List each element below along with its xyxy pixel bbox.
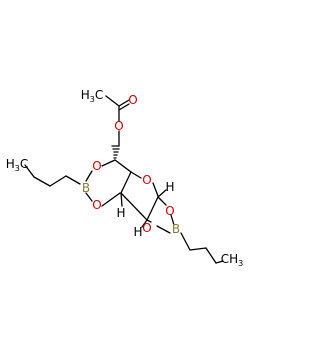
bond-c5-c3: [120, 171, 132, 194]
bond-butyl2-right: [189, 247, 207, 251]
bond-b-butyl1-right: [180, 232, 191, 251]
bond-c2-o-bottom: [146, 219, 152, 223]
bond-b-butyl1: [65, 175, 81, 185]
atom-ring-oxygen-lower: O: [92, 198, 101, 212]
bond-c6-c5: [114, 159, 132, 173]
bond-c3-c2: [120, 192, 148, 221]
bond-methyl-carbonyl: [105, 95, 120, 107]
hydrogen-lower-right: H: [133, 225, 142, 239]
bond-o-lower-c3: [101, 192, 121, 207]
atom-acetyl-methyl: H3C: [81, 88, 104, 104]
bond-butyl3: [33, 176, 51, 187]
bond-b-o-bottom: [156, 225, 171, 234]
hydrogen-lower-left: H: [116, 206, 125, 220]
bond-butyl4: [24, 164, 35, 178]
bond-butyl4-right: [215, 260, 224, 264]
hashed-bond-ch2-c6: [111, 145, 120, 159]
atom-ring-oxygen-upper: O: [92, 159, 101, 173]
bond-o-right-b: [170, 214, 175, 226]
bond-butyl2: [49, 175, 67, 187]
bond-c2-h: [141, 219, 148, 228]
atom-butyl-left-methyl: H3C: [6, 157, 29, 173]
atom-furanose-oxygen: O: [142, 173, 151, 187]
hydrogen-upper-right: H: [165, 180, 174, 194]
bond-c5-furan-o: [130, 171, 142, 179]
bond-carbonyl-double-b: [118, 103, 130, 111]
atom-carbonyl-oxygen: O: [128, 93, 137, 107]
bond-c1-c2: [146, 196, 159, 221]
bond-c3-h: [120, 192, 123, 207]
bond-b-o-lower: [85, 192, 93, 202]
bond-c1-h: [157, 189, 167, 198]
bond-carbonyl-double-a: [118, 99, 130, 107]
atom-dioxaborolane-oxygen-bottom: O: [142, 221, 151, 235]
bond-butyl3-right: [205, 247, 217, 264]
bond-c6-o-upper: [101, 159, 116, 167]
atom-boron-right: B: [172, 222, 180, 236]
atom-ester-oxygen: O: [114, 119, 123, 133]
atom-butyl-right-methyl: CH3: [221, 252, 244, 268]
molecule-structure: H3C O O O O B H3C O O O B CH3 H H H: [6, 88, 244, 268]
bond-furan-o-c1: [152, 182, 159, 197]
bond-c1-o-right: [157, 196, 167, 206]
bond-o-upper-b: [85, 170, 93, 182]
atom-boron-left: B: [82, 181, 90, 195]
atom-dioxaborolane-oxygen-right: O: [165, 204, 174, 218]
